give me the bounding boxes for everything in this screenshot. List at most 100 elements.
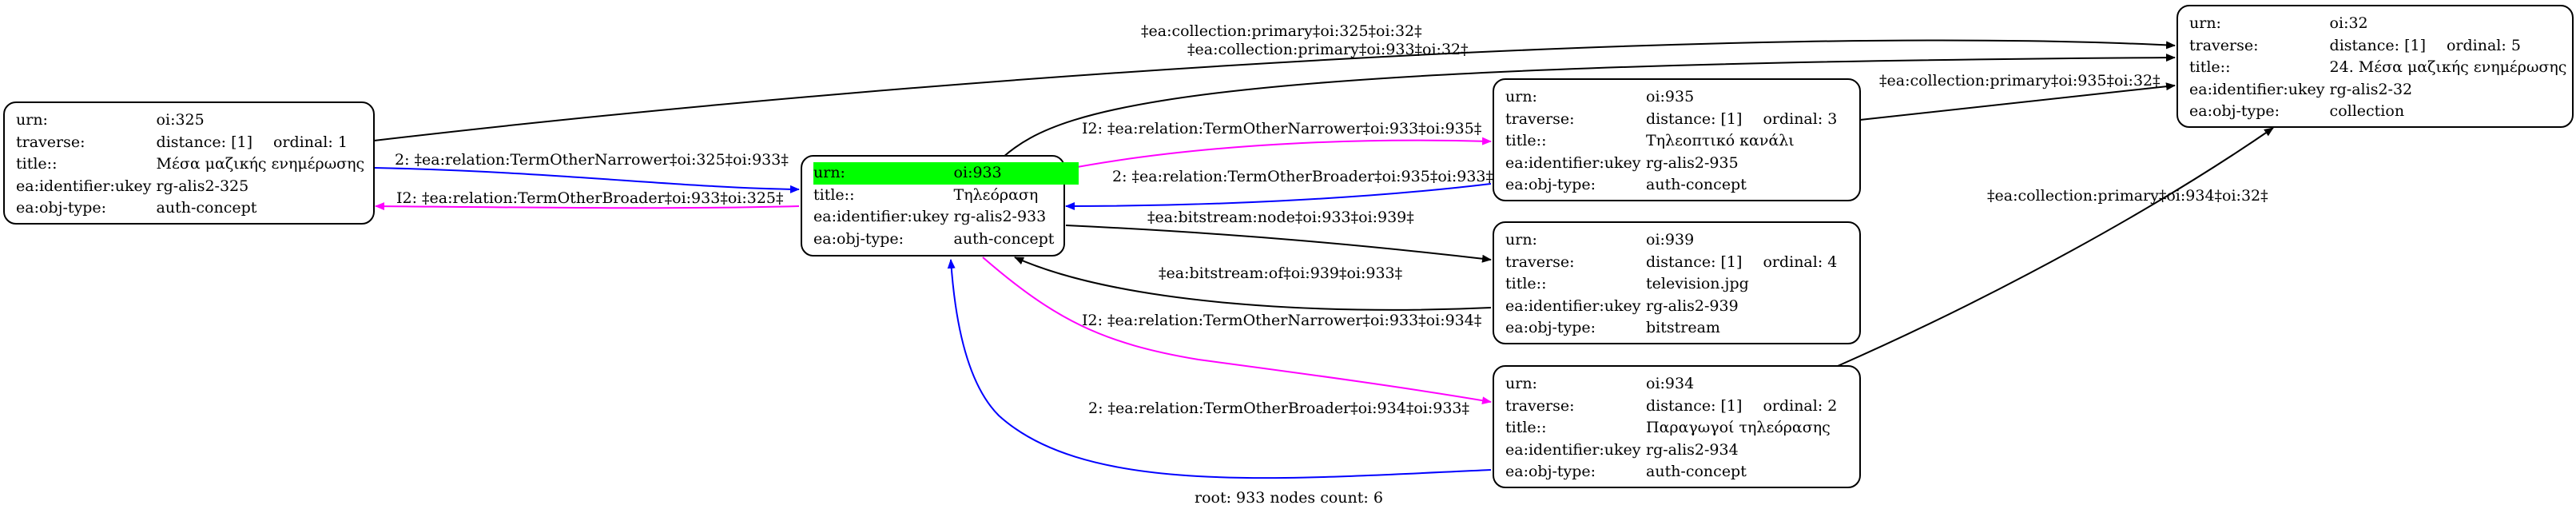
edge-oi933-oi939 xyxy=(1065,225,1492,263)
edge-oi935-oi32 xyxy=(1859,82,2176,121)
row-key: ea:obj-type: xyxy=(1505,319,1596,336)
edge-oi934-oi32 xyxy=(1837,127,2274,367)
node-oi934-table: urn: oi:934 traverse: distance: [1] ordinal… xyxy=(1505,373,1842,483)
row-value: oi:934 xyxy=(1646,375,1695,392)
edge-label-oi325-oi32: ‡ea:collection:primary‡oi:325‡oi:32‡ xyxy=(1141,22,1422,40)
row-key: ea:identifier:ukey xyxy=(1505,296,1641,315)
row-value: oi:325 xyxy=(156,111,205,129)
row-value: auth-concept xyxy=(156,199,257,217)
node-oi325-table: urn: oi:325 traverse: distance: [1] ordinal… xyxy=(16,109,369,220)
node-oi32-table: urn:oi:32 traverse:distance: [1]ordinal:… xyxy=(2189,13,2571,123)
edge-oi325-oi933 xyxy=(373,167,800,193)
node-oi933-root[interactable]: urn:oi:933 title::Τηλεόραση ea:identifie… xyxy=(801,155,1079,257)
row-key: ea:obj-type: xyxy=(16,199,107,217)
row-key: traverse: xyxy=(1505,396,1575,415)
row-key: ea:identifier:ukey xyxy=(16,177,152,195)
row-key: title:: xyxy=(813,185,855,204)
row-value: television.jpg xyxy=(1646,275,1749,292)
row-value: oi:933 xyxy=(953,162,1079,185)
row-value: collection xyxy=(2329,102,2405,120)
row-value: auth-concept xyxy=(1646,176,1747,193)
edge-oi933-oi934 xyxy=(982,257,1492,405)
edge-label-oi935-oi933: 2: ‡ea:relation:TermOtherBroader‡oi:935‡… xyxy=(1112,168,1493,185)
traverse-ordinal: ordinal: 3 xyxy=(1763,109,1838,128)
row-value: Τηλεόραση xyxy=(953,185,1039,204)
node-oi935-table: urn: oi:935 traverse: distance: [1] ordinal… xyxy=(1505,86,1842,197)
traverse-ordinal: ordinal: 1 xyxy=(272,133,348,151)
row-key: ea:identifier:ukey xyxy=(813,208,949,225)
edge-oi933-oi32 xyxy=(1002,54,2176,158)
row-key: ea:identifier:ukey xyxy=(2189,80,2325,98)
row-key: traverse: xyxy=(2189,36,2259,54)
traverse-ordinal: ordinal: 2 xyxy=(1763,396,1838,415)
edge-label-oi934-oi933: 2: ‡ea:relation:TermOtherBroader‡oi:934‡… xyxy=(1088,400,1469,417)
row-value: Παραγωγοί τηλεόρασης xyxy=(1646,419,1831,436)
row-value: distance: [1] ordinal: 3 xyxy=(1646,109,1842,131)
row-value: oi:939 xyxy=(1646,231,1695,249)
row-key: ea:obj-type: xyxy=(813,229,904,248)
traverse-distance: distance: [1] xyxy=(1646,109,1743,128)
row-key: ea:identifier:ukey xyxy=(1505,440,1641,459)
edge-label-oi325-oi933: 2: ‡ea:relation:TermOtherNarrower‡oi:325… xyxy=(395,151,789,169)
traverse-distance: distance: [1] xyxy=(1646,253,1743,271)
traverse-distance: distance: [1] xyxy=(1646,396,1743,415)
edge-label-oi933-oi32: ‡ea:collection:primary‡oi:933‡oi:32‡ xyxy=(1187,41,1469,58)
row-key: urn: xyxy=(1505,231,1537,249)
node-oi939-table: urn: oi:939 traverse: distance: [1] ordinal… xyxy=(1505,229,1842,340)
edge-label-oi939-oi933: ‡ea:bitstream:of‡oi:939‡oi:933‡ xyxy=(1159,264,1402,282)
row-key: urn: xyxy=(1505,375,1537,392)
row-key: title:: xyxy=(16,155,58,173)
row-value: distance: [1] ordinal: 4 xyxy=(1646,252,1842,274)
row-key: urn: xyxy=(1505,88,1537,105)
row-key: title:: xyxy=(1505,132,1547,149)
row-value: Τηλεοπτικό κανάλι xyxy=(1646,132,1795,149)
edge-oi325-oi32 xyxy=(373,39,2176,141)
row-key: urn: xyxy=(2189,14,2221,32)
row-value: rg-alis2-933 xyxy=(953,208,1047,225)
row-value: rg-alis2-325 xyxy=(156,177,249,195)
row-value: oi:935 xyxy=(1646,88,1695,105)
edge-label-oi933-oi934: I2: ‡ea:relation:TermOtherNarrower‡oi:93… xyxy=(1082,312,1481,329)
row-key: ea:obj-type: xyxy=(2189,102,2280,120)
row-key: traverse: xyxy=(1505,109,1575,128)
node-oi935[interactable]: urn: oi:935 traverse: distance: [1] ordinal… xyxy=(1493,78,1861,201)
edge-label-oi933-oi939: ‡ea:bitstream:node‡oi:933‡oi:939‡ xyxy=(1147,209,1414,226)
row-key: urn: xyxy=(16,111,48,129)
node-oi939[interactable]: urn: oi:939 traverse: distance: [1] ordinal… xyxy=(1493,221,1861,344)
row-key: ea:identifier:ukey xyxy=(1505,153,1641,172)
row-value: 24. Μέσα μαζικής ενημέρωσης xyxy=(2329,58,2567,76)
edge-oi939-oi933 xyxy=(1014,257,1492,311)
node-oi325[interactable]: urn: oi:325 traverse: distance: [1] ordinal… xyxy=(3,101,375,225)
node-oi934[interactable]: urn: oi:934 traverse: distance: [1] ordinal… xyxy=(1493,365,1861,488)
row-value: distance: [1] ordinal: 1 xyxy=(157,132,370,154)
row-value: Μέσα μαζικής ενημέρωσης xyxy=(156,155,365,173)
traverse-ordinal: ordinal: 4 xyxy=(1763,253,1838,271)
edge-label-oi935-oi32: ‡ea:collection:primary‡oi:935‡oi:32‡ xyxy=(1879,72,2161,89)
row-key: ea:obj-type: xyxy=(1505,176,1596,193)
graph-footer: root: 933 nodes count: 6 xyxy=(1195,489,1383,507)
edge-oi933-oi325 xyxy=(375,202,800,211)
row-key: ea:obj-type: xyxy=(1505,463,1596,480)
row-key: traverse: xyxy=(1505,253,1575,271)
edge-oi935-oi933 xyxy=(1065,183,1492,210)
row-value: distance: [1] ordinal: 2 xyxy=(1646,396,1842,418)
row-key: urn: xyxy=(813,162,954,185)
row-key: title:: xyxy=(1505,275,1547,292)
edge-label-oi934-oi32: ‡ea:collection:primary‡oi:934‡oi:32‡ xyxy=(1987,187,2268,205)
row-value: rg-alis2-32 xyxy=(2329,80,2413,98)
edge-label-oi933-oi935: I2: ‡ea:relation:TermOtherNarrower‡oi:93… xyxy=(1082,120,1481,137)
row-key: traverse: xyxy=(16,133,85,151)
row-key: title:: xyxy=(2189,58,2231,76)
row-value: rg-alis2-935 xyxy=(1646,153,1739,172)
row-value: bitstream xyxy=(1646,319,1720,336)
traverse-distance: distance: [1] xyxy=(2329,36,2426,54)
traverse-ordinal: ordinal: 5 xyxy=(2446,36,2521,54)
node-oi32[interactable]: urn:oi:32 traverse:distance: [1]ordinal:… xyxy=(2176,5,2574,128)
traverse-distance: distance: [1] xyxy=(156,133,252,151)
row-value: auth-concept xyxy=(953,229,1055,248)
row-value: auth-concept xyxy=(1646,463,1747,480)
edge-oi933-oi935 xyxy=(1063,137,1492,170)
row-key: title:: xyxy=(1505,419,1547,436)
node-oi933-table: urn:oi:933 title::Τηλεόραση ea:identifie… xyxy=(813,162,1079,250)
